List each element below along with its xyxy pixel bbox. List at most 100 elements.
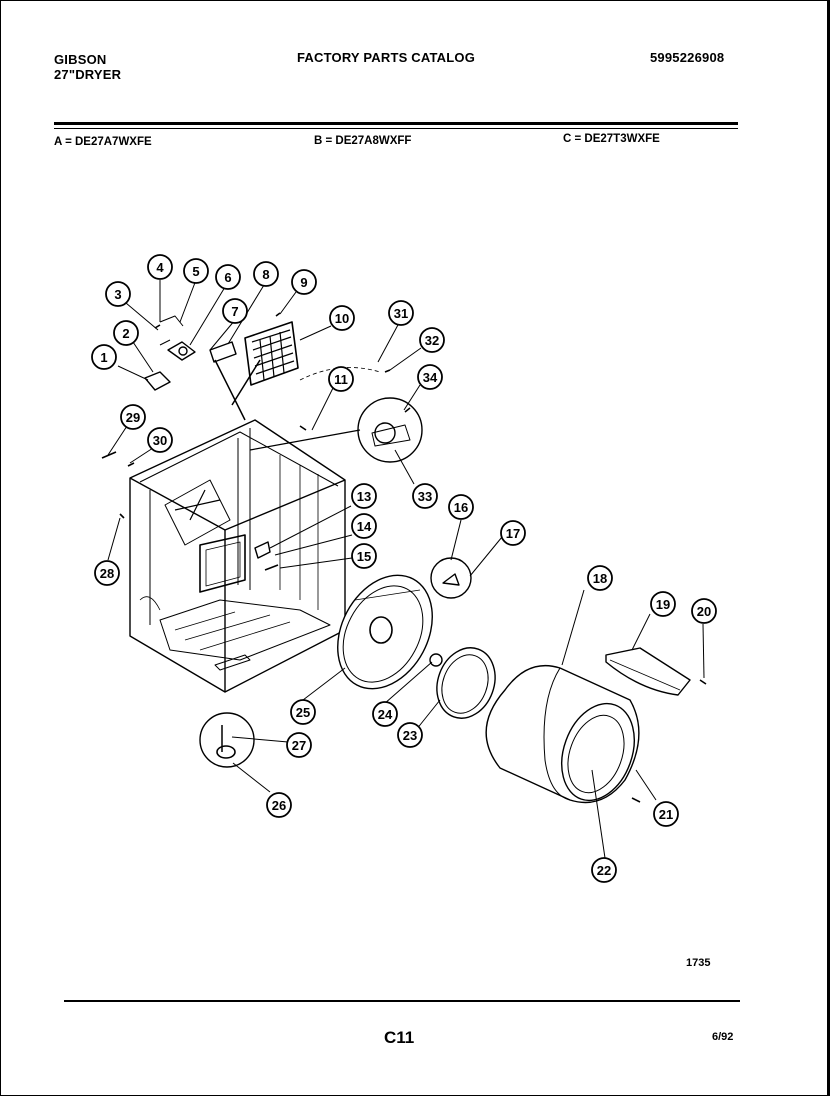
callout-17: 17: [500, 520, 526, 546]
callout-label: 1: [100, 350, 107, 365]
baffle-drawing: [605, 647, 691, 696]
callout-label: 11: [334, 372, 348, 387]
brand-name: GIBSON: [54, 52, 107, 67]
callout-label: 21: [659, 807, 673, 822]
callout-28: 28: [94, 560, 120, 586]
callout-30: 30: [147, 427, 173, 453]
callout-label: 15: [357, 549, 371, 564]
callout-circle: [328, 366, 354, 392]
header-rule-thin: [54, 128, 738, 129]
callout-circle: [215, 264, 241, 290]
callout-14: 14: [351, 513, 377, 539]
lint-screen-drawing: [244, 321, 299, 386]
header-rule: [54, 122, 738, 125]
callout-circle: [253, 261, 279, 287]
callout-label: 4: [156, 260, 164, 275]
callout-circle: [105, 281, 131, 307]
cabinet-drawing: [129, 419, 346, 693]
callout-10: 10: [329, 305, 355, 331]
seal-drawing: [429, 647, 496, 719]
callout-label: 7: [231, 304, 238, 319]
callout-23: 23: [397, 722, 423, 748]
callout-circle: [351, 513, 377, 539]
callout-label: 32: [425, 333, 439, 348]
callout-33: 33: [412, 483, 438, 509]
callout-label: 22: [597, 863, 611, 878]
callout-circle: [291, 269, 317, 295]
catalog-number: 5995226908: [650, 50, 725, 65]
part-16-drawing: [430, 557, 472, 599]
callout-2: 2: [113, 320, 139, 346]
callout-circle: [412, 483, 438, 509]
callout-5: 5: [183, 258, 209, 284]
callout-19: 19: [650, 591, 676, 617]
bracket-drawing: [254, 541, 279, 571]
callout-25: 25: [290, 699, 316, 725]
callout-32: 32: [419, 327, 445, 353]
callout-7: 7: [222, 298, 248, 324]
callout-24: 24: [372, 701, 398, 727]
callout-circle: [417, 364, 443, 390]
callout-label: 6: [224, 270, 231, 285]
callout-label: 8: [262, 267, 269, 282]
callout-21: 21: [653, 801, 679, 827]
callout-label: 29: [126, 410, 140, 425]
top-hardware-drawing: [144, 315, 261, 421]
callout-label: 23: [403, 728, 417, 743]
callout-circle: [653, 801, 679, 827]
screw-drawings: [101, 312, 707, 803]
callout-label: 33: [418, 489, 432, 504]
thermostat-drawing: [249, 367, 423, 463]
callout-circle: [290, 699, 316, 725]
footer-rule: [64, 1000, 740, 1002]
callout-circle: [397, 722, 423, 748]
callout-label: 10: [335, 311, 349, 326]
callout-26: 26: [266, 792, 292, 818]
callout-circle: [94, 560, 120, 586]
callout-27: 27: [286, 732, 312, 758]
callout-circle: [419, 327, 445, 353]
callout-label: 3: [114, 287, 121, 302]
callout-13: 13: [351, 483, 377, 509]
callout-9: 9: [291, 269, 317, 295]
callout-label: 17: [506, 526, 520, 541]
callout-8: 8: [253, 261, 279, 287]
callout-circle: [388, 300, 414, 326]
model-b: B = DE27A8WXFF: [314, 135, 412, 147]
callout-circle: [691, 598, 717, 624]
callout-circle: [147, 254, 173, 280]
callout-label: 28: [100, 566, 114, 581]
callout-label: 27: [292, 738, 306, 753]
callout-34: 34: [417, 364, 443, 390]
callout-label: 24: [378, 707, 393, 722]
callout-label: 9: [300, 275, 307, 290]
callout-label: 18: [593, 571, 607, 586]
callout-label: 20: [697, 604, 711, 619]
drawing-number: 1735: [686, 957, 711, 969]
callout-20: 20: [691, 598, 717, 624]
callout-circle: [266, 792, 292, 818]
callout-circle: [372, 701, 398, 727]
callout-18: 18: [587, 565, 613, 591]
callout-label: 31: [394, 306, 408, 321]
callout-circle: [650, 591, 676, 617]
callout-circle: [147, 427, 173, 453]
catalog-date: 6/92: [712, 1031, 734, 1043]
callout-label: 16: [454, 500, 468, 515]
callout-29: 29: [120, 404, 146, 430]
callout-15: 15: [351, 543, 377, 569]
callout-circle: [351, 483, 377, 509]
drum-drawing: [485, 664, 640, 804]
callout-circle: [351, 543, 377, 569]
callout-circle: [329, 305, 355, 331]
model-c: C = DE27T3WXFE: [563, 133, 660, 145]
callout-label: 2: [122, 326, 129, 341]
callout-11: 11: [328, 366, 354, 392]
callout-circle: [587, 565, 613, 591]
idler-drawing: [199, 712, 255, 768]
callout-circle: [591, 857, 617, 883]
callout-16: 16: [448, 494, 474, 520]
callout-1: 1: [91, 344, 117, 370]
